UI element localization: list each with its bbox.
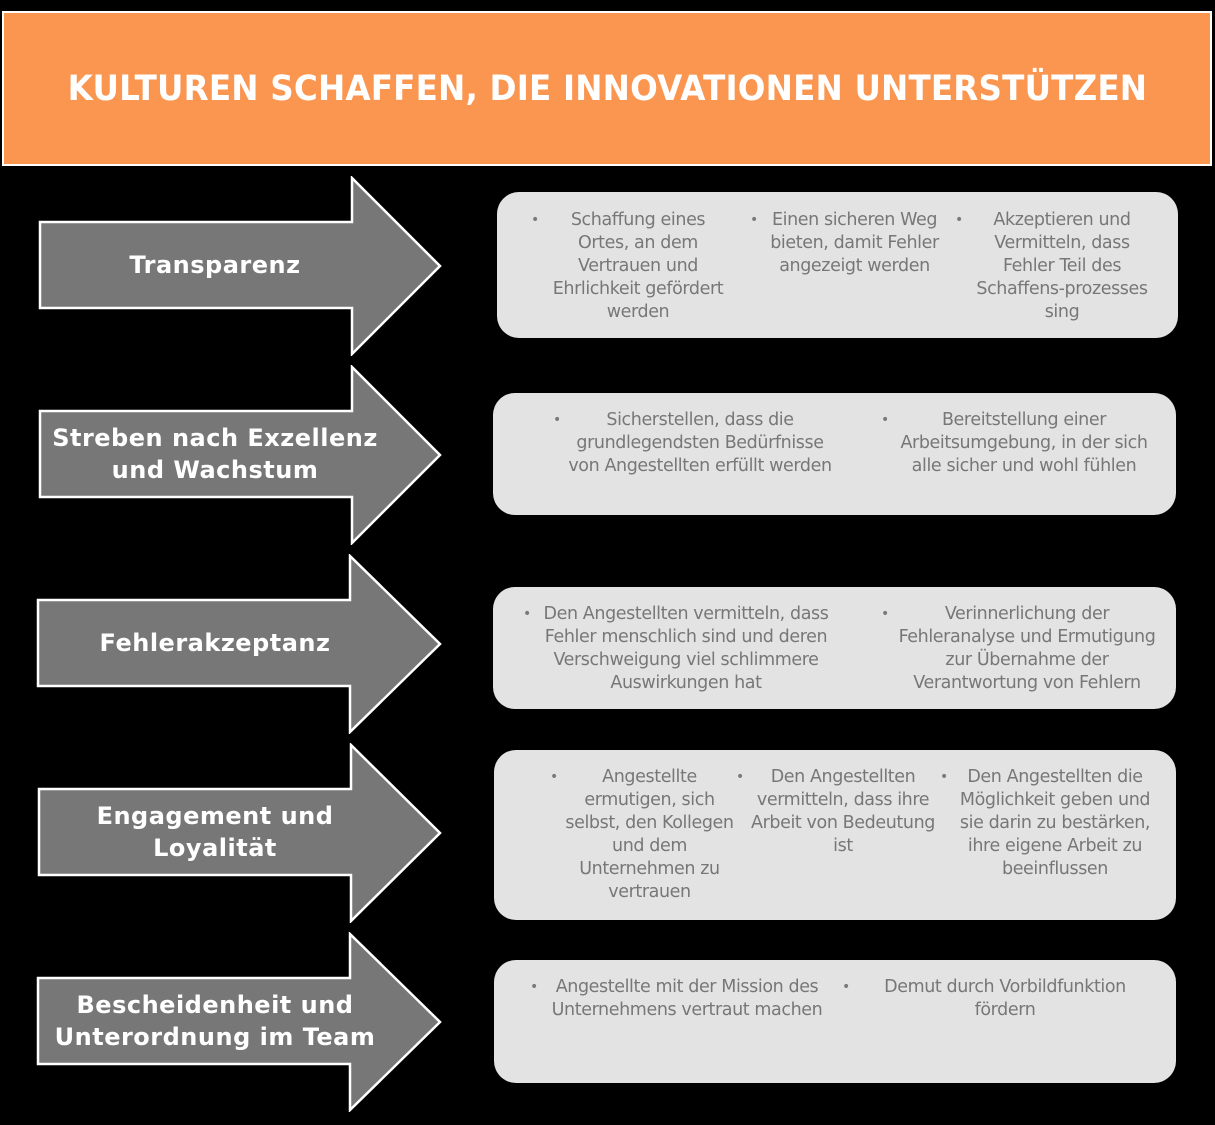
bullet-text: Schaffung eines Ortes, an dem Vertrauen … bbox=[552, 210, 724, 322]
bullet-item: • Bereitstellung einer Arbeitsumgebung, … bbox=[881, 409, 1153, 478]
title-banner: KULTUREN SCHAFFEN, DIE INNOVATIONEN UNTE… bbox=[2, 11, 1212, 166]
bullet-item: • Verinnerlichung der Fehleranalyse und … bbox=[881, 603, 1159, 695]
bullet-item: • Einen sicheren Weg bieten, damit Fehle… bbox=[750, 209, 945, 278]
bullet-icon: • bbox=[530, 979, 539, 995]
arrow-streben-nach-exzellenz: Streben nach Exzellenz und Wachstum bbox=[36, 365, 444, 545]
bullet-text: Verinnerlichung der Fehleranalyse und Er… bbox=[898, 604, 1156, 693]
bullet-icon: • bbox=[842, 979, 851, 995]
arrow-label: Bescheidenheit und Unterordnung im Team bbox=[54, 991, 376, 1051]
bullet-text: Angestellte ermutigen, sich selbst, den … bbox=[565, 767, 734, 902]
bullet-icon: • bbox=[553, 412, 562, 428]
detail-box-transparenz: • Schaffung eines Ortes, an dem Vertraue… bbox=[497, 192, 1178, 338]
bullet-text: Einen sicheren Weg bieten, damit Fehler … bbox=[770, 210, 939, 276]
bullet-text: Akzeptieren und Vermitteln, dass Fehler … bbox=[976, 210, 1148, 322]
arrow-bescheidenheit: Bescheidenheit und Unterordnung im Team bbox=[36, 932, 444, 1112]
arrow-label: Engagement und Loyalität bbox=[96, 802, 334, 862]
arrow-shape-icon bbox=[38, 176, 442, 356]
bullet-icon: • bbox=[523, 606, 532, 622]
bullet-item: • Den Angestellten vermitteln, dass Fehl… bbox=[523, 603, 835, 695]
bullet-item: • Angestellte ermutigen, sich selbst, de… bbox=[550, 766, 735, 904]
bullet-text: Bereitstellung einer Arbeitsumgebung, in… bbox=[900, 410, 1148, 476]
bullet-item: • Sicherstellen, dass die grundlegendste… bbox=[553, 409, 833, 478]
arrow-label: Transparenz bbox=[129, 251, 301, 279]
bullet-icon: • bbox=[750, 212, 759, 228]
bullet-item: • Schaffung eines Ortes, an dem Vertraue… bbox=[531, 209, 731, 324]
bullet-item: • Den Angestellten vermitteln, dass ihre… bbox=[736, 766, 936, 858]
detail-box-streben: • Sicherstellen, dass die grundlegendste… bbox=[493, 393, 1176, 515]
bullet-text: Den Angestellten vermitteln, dass Fehler… bbox=[543, 604, 829, 693]
bullet-text: Den Angestellten die Möglichkeit geben u… bbox=[959, 767, 1151, 879]
arrow-shape-icon bbox=[38, 365, 442, 545]
arrow-shape-icon bbox=[36, 554, 442, 734]
bullet-text: Angestellte mit der Mission des Unterneh… bbox=[551, 977, 823, 1020]
arrow-transparenz: Transparenz bbox=[36, 176, 444, 356]
bullet-icon: • bbox=[881, 606, 890, 622]
bullet-icon: • bbox=[881, 412, 890, 428]
arrow-fehlerakzeptanz: Fehlerakzeptanz bbox=[36, 554, 444, 734]
bullet-icon: • bbox=[550, 769, 559, 785]
detail-box-bescheidenheit: • Angestellte mit der Mission des Untern… bbox=[494, 960, 1176, 1083]
diagram-title: KULTUREN SCHAFFEN, DIE INNOVATIONEN UNTE… bbox=[67, 68, 1147, 109]
arrow-label: Fehlerakzeptanz bbox=[99, 629, 331, 657]
bullet-text: Den Angestellten vermitteln, dass ihre A… bbox=[751, 767, 935, 856]
bullet-item: • Demut durch Vorbildfunktion fördern bbox=[842, 976, 1154, 1022]
bullet-icon: • bbox=[531, 212, 540, 228]
bullet-item: • Angestellte mit der Mission des Untern… bbox=[530, 976, 830, 1022]
detail-box-engagement: • Angestellte ermutigen, sich selbst, de… bbox=[494, 750, 1176, 920]
arrow-shape-icon bbox=[37, 743, 442, 923]
bullet-text: Demut durch Vorbildfunktion fördern bbox=[884, 977, 1126, 1020]
bullet-item: • Akzeptieren und Vermitteln, dass Fehle… bbox=[955, 209, 1155, 324]
bullet-text: Sicherstellen, dass die grundlegendsten … bbox=[568, 410, 832, 476]
detail-box-fehlerakzeptanz: • Den Angestellten vermitteln, dass Fehl… bbox=[493, 587, 1176, 709]
bullet-icon: • bbox=[940, 769, 949, 785]
arrow-shape-icon bbox=[36, 932, 442, 1112]
arrow-label: Streben nach Exzellenz und Wachstum bbox=[52, 424, 378, 484]
bullet-item: • Den Angestellten die Möglichkeit geben… bbox=[940, 766, 1156, 881]
bullet-icon: • bbox=[736, 769, 745, 785]
arrow-engagement-loyalitaet: Engagement und Loyalität bbox=[36, 743, 444, 923]
bullet-icon: • bbox=[955, 212, 964, 228]
